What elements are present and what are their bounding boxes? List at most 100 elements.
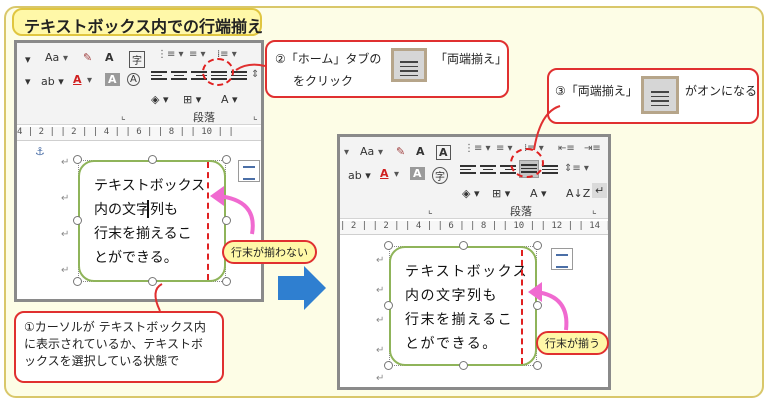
highlight-icon[interactable]: ab ▾: [348, 169, 371, 182]
change-case-chevron-icon[interactable]: ▾: [378, 147, 384, 158]
font-dialog-launcher-icon[interactable]: ⌞: [428, 205, 433, 216]
font-dialog-launcher-icon[interactable]: ⌞: [121, 111, 126, 122]
distributed-align-icon[interactable]: [231, 69, 247, 83]
anchor-icon: ⚓: [35, 145, 45, 158]
paragraph-mark: ↵: [61, 229, 70, 240]
resize-handle[interactable]: [222, 277, 231, 286]
char-shading-icon[interactable]: A: [105, 73, 120, 86]
sort-icon[interactable]: A↓Z: [566, 187, 591, 200]
textbox-line: 行末を揃えるこ: [405, 312, 514, 328]
enclose-char-icon[interactable]: A: [127, 73, 140, 86]
char-border-icon[interactable]: 字: [129, 51, 145, 68]
font-color-dropdown-icon[interactable]: ▾: [394, 169, 400, 180]
paragraph-mark: ↵: [376, 373, 385, 384]
resize-handle[interactable]: [222, 155, 231, 164]
font-color-icon[interactable]: A: [73, 73, 82, 86]
step2-action: をクリック: [293, 74, 354, 88]
paragraph-group-label: 段落: [510, 205, 532, 218]
show-marks-icon[interactable]: ↵: [592, 183, 608, 198]
paragraph-mark: ↵: [376, 285, 385, 296]
align-center-icon[interactable]: [480, 163, 496, 177]
increase-indent-icon[interactable]: ⇥≡: [584, 143, 601, 154]
numbering-icon[interactable]: ≡ ▾: [496, 143, 513, 154]
line-spacing-icon[interactable]: ⇕: [251, 69, 260, 80]
textbox-line: テキストボックス: [94, 178, 206, 194]
page-title: テキストボックス内での行端揃え: [12, 8, 263, 36]
resize-handle[interactable]: [73, 277, 82, 286]
char-shading-icon[interactable]: A: [410, 167, 425, 180]
paragraph-mark: ↵: [376, 255, 385, 266]
textbox-line: とができる。: [94, 250, 178, 266]
ruler: 4 | 2 | | 2 | | 4 | | 6 | | 8 | | 10 | |: [17, 127, 261, 141]
resize-handle[interactable]: [73, 216, 82, 225]
font-letter-icon[interactable]: A: [416, 145, 425, 158]
resize-handle[interactable]: [533, 241, 542, 250]
step1-connector: [154, 283, 163, 312]
paragraph-mark: ↵: [376, 345, 385, 356]
resize-handle[interactable]: [73, 155, 82, 164]
next-step-arrow: [278, 266, 326, 310]
asian-layout-icon[interactable]: A ▾: [530, 187, 547, 200]
step2-connector: [235, 63, 266, 71]
change-case-chevron-icon[interactable]: ▾: [63, 53, 69, 64]
not-aligned-label: 行末が揃わない: [222, 240, 317, 264]
borders-icon[interactable]: ⊞ ▾: [183, 93, 202, 106]
step2-label: 「両端揃え」: [435, 52, 508, 66]
char-border-icon[interactable]: A: [436, 145, 451, 160]
resize-handle[interactable]: [459, 241, 468, 250]
resize-handle[interactable]: [384, 361, 393, 370]
resize-handle[interactable]: [222, 216, 231, 225]
chevron-icon[interactable]: ▾: [344, 147, 350, 158]
ruler-ticks: | 2 | | 2 | | 4 | | 6 | | 8 | | 10 | | 1…: [340, 221, 608, 231]
resize-handle[interactable]: [384, 241, 393, 250]
paragraph-dialog-launcher-icon[interactable]: ⌞: [253, 111, 258, 122]
clear-formatting-icon[interactable]: ✎: [83, 51, 93, 64]
paragraph-dialog-launcher-icon[interactable]: ⌞: [592, 205, 597, 216]
list-bullets-icon[interactable]: ▾: [25, 53, 31, 66]
change-case-button[interactable]: Aa: [45, 51, 60, 64]
font-color-icon[interactable]: A: [380, 167, 389, 180]
align-center-icon[interactable]: [171, 69, 187, 83]
change-case-button[interactable]: Aa: [360, 145, 375, 158]
enclose-char-icon[interactable]: 字: [432, 167, 448, 184]
textbox-line: 内の文字列も: [94, 202, 178, 218]
align-left-icon[interactable]: [460, 163, 476, 177]
layout-options-button[interactable]: [238, 160, 260, 182]
resize-handle[interactable]: [148, 155, 157, 164]
bullets-icon[interactable]: ⋮≡ ▾: [157, 49, 184, 60]
font-color-chevron-icon[interactable]: ▾: [25, 75, 31, 88]
clear-formatting-icon[interactable]: ✎: [396, 145, 406, 158]
textbox-line: テキストボックス: [405, 264, 529, 280]
right-edge-guide: [207, 162, 209, 280]
borders-icon[interactable]: ⊞ ▾: [492, 187, 511, 200]
line-spacing-icon[interactable]: ⇕≡ ▾: [564, 163, 589, 174]
resize-handle[interactable]: [533, 301, 542, 310]
layout-options-button[interactable]: [551, 248, 573, 270]
multilevel-list-icon[interactable]: ⁞≡ ▾: [217, 49, 237, 60]
decrease-indent-icon[interactable]: ⇤≡: [558, 143, 575, 154]
align-right-icon[interactable]: [191, 69, 207, 83]
ruler-ticks: 4 | 2 | | 2 | | 4 | | 6 | | 8 | | 10 | |: [17, 127, 234, 137]
textbox-before[interactable]: テキストボックス 内の文字列も 行末を揃えるこ とができる。: [78, 160, 226, 282]
step3-result: がオンになる: [685, 84, 758, 98]
highlight-icon[interactable]: ab ▾: [41, 75, 64, 88]
step3-connector: [533, 105, 561, 151]
resize-handle[interactable]: [148, 277, 157, 286]
right-edge-guide: [521, 250, 523, 364]
resize-handle[interactable]: [533, 361, 542, 370]
justify-highlight-circle: [510, 148, 544, 178]
font-letter-icon[interactable]: A: [105, 51, 114, 64]
font-color-dropdown-icon[interactable]: ▾: [87, 75, 93, 86]
shading-icon[interactable]: ◈ ▾: [462, 187, 480, 200]
align-right-icon[interactable]: [500, 163, 516, 177]
align-left-icon[interactable]: [151, 69, 167, 83]
resize-handle[interactable]: [384, 301, 393, 310]
asian-layout-icon[interactable]: A ▾: [221, 93, 238, 106]
step2-callout: ②「ホーム」タブの 「両端揃え」 をクリック: [265, 40, 509, 98]
distributed-align-icon[interactable]: [542, 163, 558, 177]
numbering-icon[interactable]: ≡ ▾: [189, 49, 206, 60]
resize-handle[interactable]: [459, 361, 468, 370]
bullets-icon[interactable]: ⋮≡ ▾: [464, 143, 491, 154]
shading-icon[interactable]: ◈ ▾: [151, 93, 169, 106]
